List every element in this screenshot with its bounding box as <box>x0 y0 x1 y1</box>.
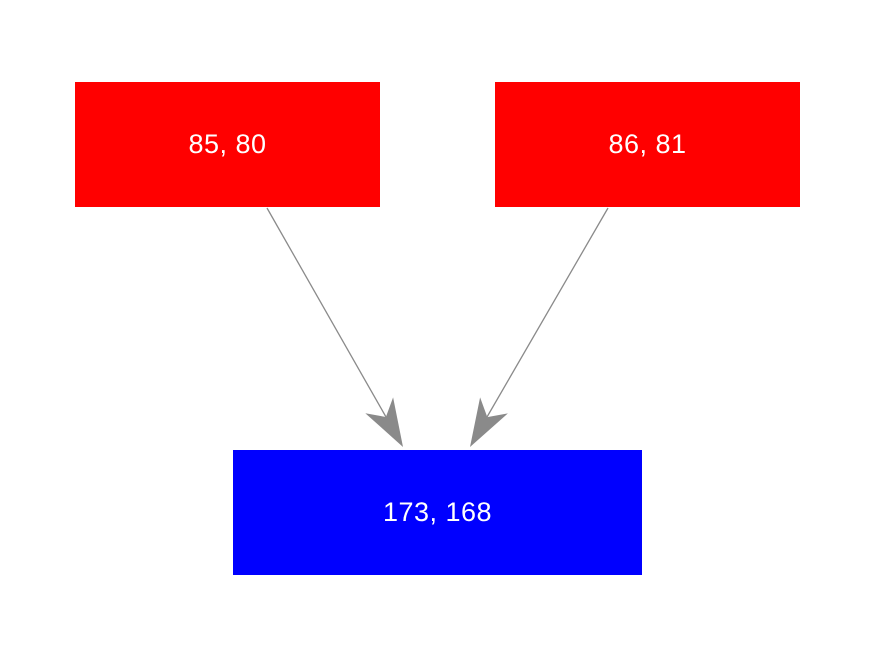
node-173-168: 173, 168 <box>233 450 642 575</box>
edge-a-to-c <box>266 207 403 447</box>
node-label: 173, 168 <box>382 497 493 527</box>
edge-b-to-c <box>470 207 609 447</box>
node-label: 85, 80 <box>188 129 267 159</box>
arrowhead-icon <box>470 397 508 447</box>
node-label: 86, 81 <box>608 129 687 159</box>
edge-line <box>266 207 387 418</box>
edge-line <box>486 207 609 418</box>
arrowhead-icon <box>365 397 403 447</box>
node-86-81: 86, 81 <box>495 82 800 207</box>
node-85-80: 85, 80 <box>75 82 380 207</box>
